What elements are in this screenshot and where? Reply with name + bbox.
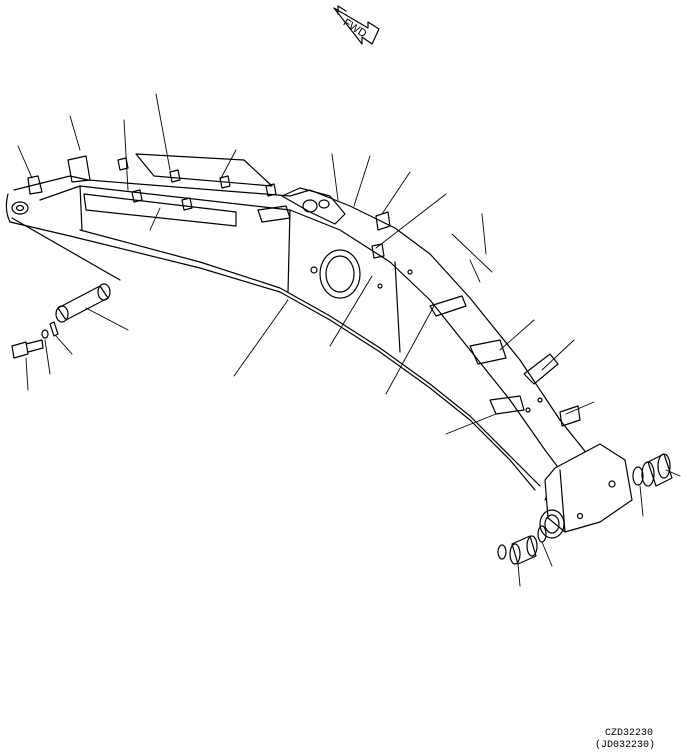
foot-pin bbox=[11, 217, 121, 323]
leader-lines bbox=[17, 93, 681, 587]
boom-structure bbox=[5, 153, 633, 539]
drawing-code: CZD32230 bbox=[604, 728, 653, 739]
bolt-washer-plate bbox=[11, 321, 59, 359]
drawing-code-secondary: (JD032230) bbox=[594, 740, 655, 751]
fwd-direction-arrow: FWD bbox=[333, 5, 380, 45]
bushings bbox=[497, 453, 673, 565]
